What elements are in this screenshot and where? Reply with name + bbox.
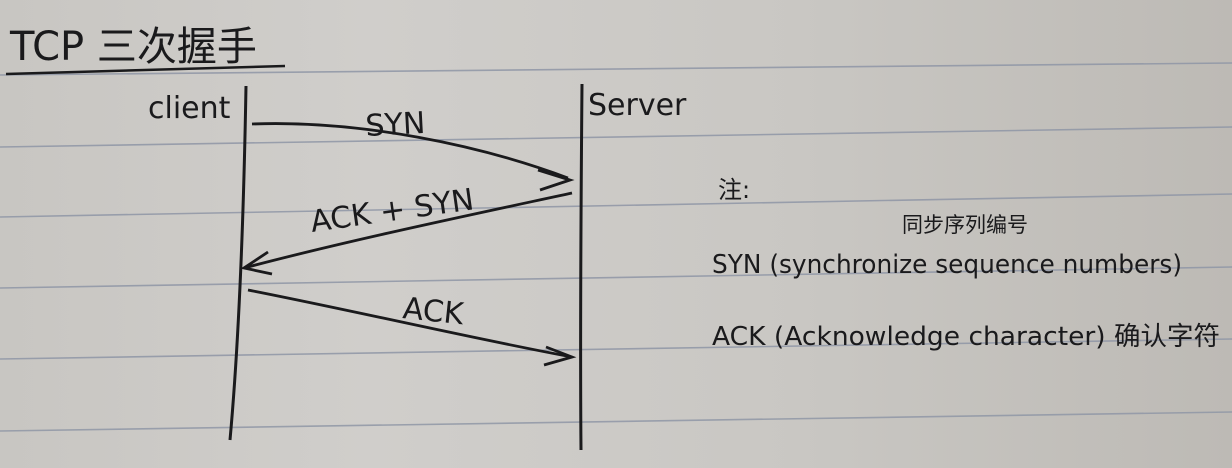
ruled-lines [0,62,1232,432]
ruled-line [0,411,1232,432]
ack-definition: ACK (Acknowledge character) 确认字符 [712,322,1220,352]
notes-heading: 注: [718,176,750,204]
syn-arrowhead [537,168,575,192]
ruled-line [0,266,1232,289]
syn-arrow [251,122,569,180]
ruled-line [0,126,1232,148]
client-lifeline [228,85,248,441]
syn-definition: SYN (synchronize sequence numbers) [712,250,1182,280]
ruled-line [0,62,1232,76]
message-label-ack: ACK [401,291,466,332]
title-underline [5,64,286,76]
syn-translation: 同步序列编号 [902,213,1028,237]
page-title: TCP 三次握手 [9,24,257,70]
client-label: client [148,91,231,126]
server-lifeline [579,83,584,451]
ruled-line [0,338,1232,360]
ack-syn-arrowhead [240,250,273,276]
ack-arrowhead [543,345,577,367]
ack-syn-arrow [243,191,573,270]
ruled-line [0,193,1232,218]
ack-arrow [247,288,573,359]
message-label-syn: SYN [365,106,427,144]
server-label: Server [588,88,687,123]
